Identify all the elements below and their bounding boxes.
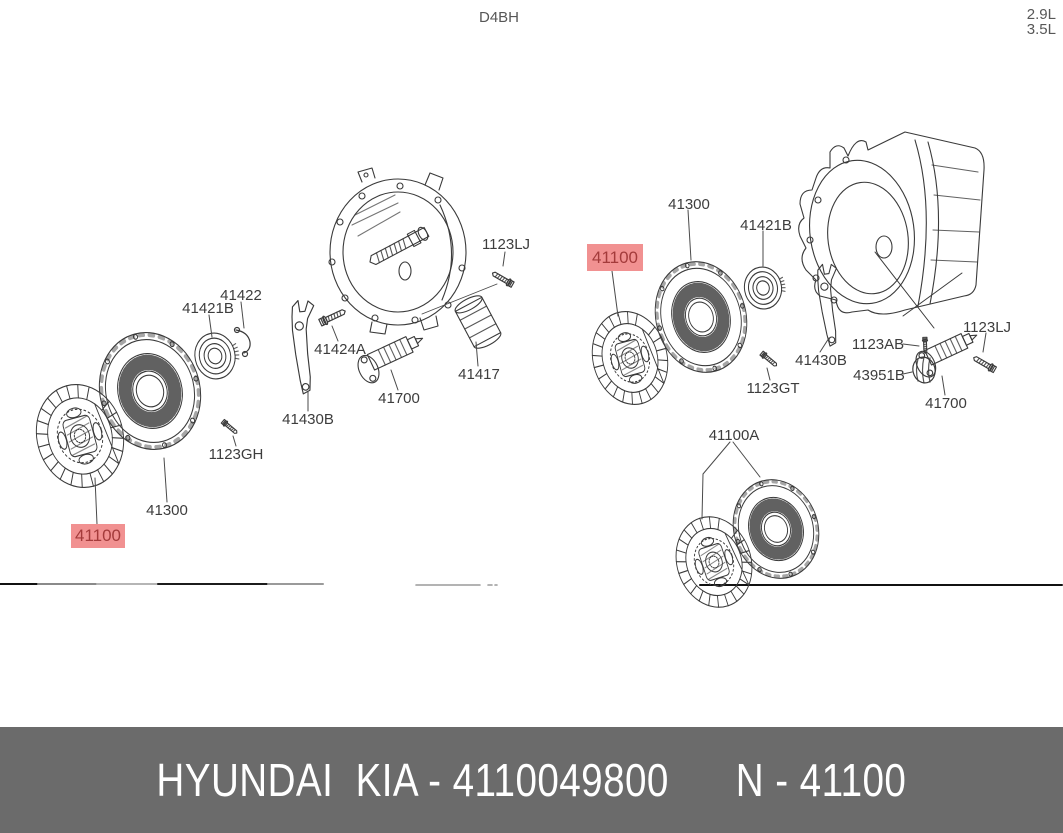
clutch-kit-drawing [664, 468, 832, 618]
left-assembly-drawing [24, 269, 516, 498]
leader-lines [94, 209, 987, 525]
parts-diagram [0, 131, 1063, 618]
displacement-labels: 2.9L 3.5L [1027, 7, 1056, 37]
part-label-41430b-right[interactable]: 41430B [795, 352, 847, 369]
part-label-41100a[interactable]: 41100A [708, 427, 760, 444]
part-label-43951b[interactable]: 43951B [853, 367, 905, 384]
transmission-housing-left-drawing [328, 167, 467, 335]
part-label-41424a[interactable]: 41424A [314, 341, 366, 358]
part-label-41421b-left[interactable]: 41421B [182, 300, 234, 317]
part-label-1123lj-right[interactable]: 1123LJ [962, 319, 1012, 336]
divider-rules [0, 583, 1063, 586]
transmission-housing-right-drawing [798, 131, 985, 329]
part-label-41417[interactable]: 41417 [458, 366, 500, 383]
part-label-41421b-right[interactable]: 41421B [740, 217, 792, 234]
part-label-41300-left[interactable]: 41300 [146, 502, 188, 519]
part-label-41100-left-highlighted[interactable]: 41100 [71, 524, 125, 548]
displacement-2: 3.5L [1026, 21, 1056, 38]
part-label-41100-right-highlighted[interactable]: 41100 [587, 244, 643, 271]
part-label-41300-right[interactable]: 41300 [668, 196, 710, 213]
part-label-41422[interactable]: 41422 [220, 287, 262, 304]
part-label-41700-left[interactable]: 41700 [378, 390, 420, 407]
part-label-1123ab[interactable]: 1123AB [851, 336, 905, 353]
bearing-clip-drawing [233, 326, 251, 358]
catalog-footer-banner: HYUNDAI KIA - 4110049800 N - 41100 [0, 727, 1063, 833]
part-label-41700-right[interactable]: 41700 [925, 395, 967, 412]
part-label-1123gt[interactable]: 1123GT [746, 380, 800, 397]
right-assembly-drawing [581, 251, 998, 414]
part-label-41430b-left[interactable]: 41430B [282, 411, 334, 428]
catalog-footer-text: HYUNDAI KIA - 4110049800 N - 41100 [156, 754, 907, 806]
engine-code-label: D4BH [479, 9, 520, 26]
part-label-1123gh[interactable]: 1123GH [208, 446, 264, 463]
displacement-1: 2.9L [1026, 6, 1056, 23]
part-label-1123lj-left[interactable]: 1123LJ [481, 236, 531, 253]
